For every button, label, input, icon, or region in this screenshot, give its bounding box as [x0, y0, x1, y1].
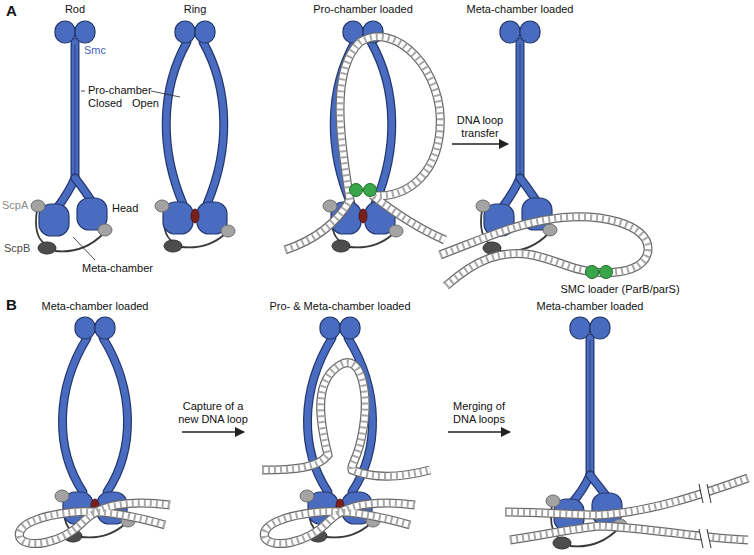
smc-hinge — [320, 317, 360, 339]
neck — [57, 178, 75, 208]
step-arrow — [182, 431, 244, 433]
dna-strand — [262, 363, 430, 476]
state-label: Open — [132, 97, 159, 110]
leader-line — [73, 237, 95, 260]
smc-rod-merged — [505, 317, 748, 549]
coiled-coil — [516, 42, 525, 178]
protein-label: Smc — [84, 44, 106, 57]
column-title: Meta-chamber loaded — [466, 3, 573, 16]
coiled-coil — [62, 338, 87, 492]
protein-label: ScpB — [4, 242, 30, 255]
dna-strand — [19, 503, 170, 543]
coiled-coil — [103, 338, 128, 492]
neck — [502, 178, 520, 208]
domain-label: Head — [112, 202, 138, 215]
smc-hinge — [500, 21, 540, 43]
panel-letter: B — [6, 296, 17, 313]
dna-strand — [262, 363, 430, 476]
coiled-coil — [517, 42, 524, 178]
parb-dimer — [586, 266, 599, 279]
dna-strand — [264, 503, 415, 543]
dna-strand — [19, 503, 170, 543]
disengaged-heads — [546, 493, 627, 549]
step-arrow — [448, 431, 510, 433]
step-label: Merging of DNA loops — [447, 400, 511, 426]
column-title: Ring — [184, 3, 207, 16]
break-mark — [699, 529, 711, 548]
state-label: Closed — [88, 97, 122, 110]
dna-strand — [285, 37, 445, 250]
smc-hinge — [175, 21, 215, 43]
column-title: Rod — [65, 3, 85, 16]
dna-strand — [440, 217, 648, 286]
parb-dimer — [350, 184, 363, 197]
leader-line — [81, 91, 85, 92]
smc-rod — [31, 21, 112, 254]
break-gap — [699, 529, 711, 548]
smc-rod-loaded — [440, 21, 648, 286]
engaged-heads — [155, 200, 235, 252]
parb-dimer — [364, 184, 377, 197]
smc-ring-meta — [19, 317, 170, 544]
dna-strand — [264, 503, 415, 543]
dna-strand — [510, 526, 748, 540]
smc-ring-pro-meta — [262, 317, 430, 544]
coiled-coil — [166, 42, 187, 204]
step-arrow — [452, 143, 508, 145]
leader-line — [151, 91, 180, 97]
coiled-coil — [203, 42, 224, 204]
dna-strand — [510, 526, 748, 540]
region-label: Pro-chamber — [88, 84, 152, 97]
dna-strand — [19, 503, 170, 543]
coiled-coil — [72, 42, 79, 178]
coiled-coil — [586, 338, 595, 475]
step-label: Capture of a new DNA loop — [175, 400, 251, 426]
coil-seam — [75, 44, 76, 176]
dna-strand — [440, 217, 648, 286]
column-title: Meta-chamber loaded — [536, 300, 643, 313]
smc-ring — [155, 21, 235, 252]
coiled-coil — [371, 42, 392, 204]
step-label: DNA loop transfer — [450, 114, 510, 140]
dna-strand — [285, 37, 445, 250]
neck — [57, 178, 75, 208]
coil-seam — [520, 44, 521, 176]
coiled-coil — [103, 338, 128, 492]
coil-seam — [590, 340, 591, 473]
coiled-coil — [166, 42, 187, 204]
neck — [502, 178, 520, 208]
dna-strand — [285, 37, 445, 250]
region-label: Meta-chamber — [82, 262, 153, 275]
smc-ring-loaded — [285, 21, 445, 252]
dna-strand — [505, 478, 748, 515]
protein-label: ScpA — [2, 199, 28, 212]
dna-strand — [505, 478, 748, 515]
dna-strand — [440, 217, 648, 286]
dna-strand — [264, 503, 415, 543]
coiled-coil — [71, 42, 80, 178]
coiled-coil — [587, 338, 594, 475]
smc-hinge — [55, 21, 95, 43]
coiled-coil — [203, 42, 224, 204]
dna-strand — [505, 478, 748, 515]
column-title: Pro- & Meta-chamber loaded — [269, 300, 410, 313]
disengaged-heads — [31, 198, 112, 254]
parb-dimer — [600, 266, 613, 279]
column-title: Meta-chamber loaded — [41, 300, 148, 313]
smc-hinge — [570, 317, 610, 339]
dna-strand — [262, 363, 430, 476]
loader-label: SMC loader (ParB/parS) — [560, 283, 679, 296]
panel-letter: A — [6, 2, 17, 19]
coiled-coil — [62, 338, 87, 492]
break-gap — [699, 484, 711, 503]
column-title: Pro-chamber loaded — [313, 3, 413, 16]
coiled-coil — [371, 42, 392, 204]
break-mark — [699, 484, 711, 503]
dna-strand — [510, 526, 748, 540]
smc-hinge — [75, 317, 115, 339]
